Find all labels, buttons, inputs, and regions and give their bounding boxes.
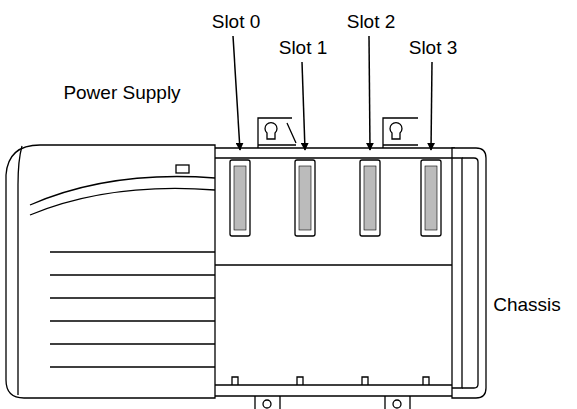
chassis-end-cap bbox=[452, 148, 486, 398]
mounting-tab bbox=[258, 118, 418, 148]
connector-pins bbox=[234, 166, 437, 230]
power-supply bbox=[6, 145, 215, 398]
keyhole bbox=[265, 123, 402, 139]
power-supply-contour bbox=[30, 188, 215, 215]
part-label: Power Supply bbox=[63, 83, 180, 104]
mounting-hole bbox=[263, 400, 271, 408]
power-supply-contour bbox=[30, 177, 215, 205]
mounting-foot bbox=[255, 396, 410, 409]
slot-connector bbox=[230, 160, 441, 236]
bottom-tab bbox=[232, 377, 429, 385]
power-supply-edge bbox=[18, 146, 22, 395]
slot-label: Slot 2 bbox=[347, 12, 396, 33]
indicator-led bbox=[176, 165, 189, 173]
slot-label: Slot 3 bbox=[409, 38, 458, 59]
chassis-end-cap bbox=[462, 158, 478, 388]
chassis-rail bbox=[215, 148, 455, 396]
slot-label: Slot 1 bbox=[279, 38, 328, 59]
vent-line bbox=[50, 252, 215, 367]
part-label: Chassis bbox=[493, 295, 561, 316]
chassis-end-cap bbox=[452, 158, 462, 388]
mounting-tab bbox=[258, 123, 418, 145]
mounting-hole bbox=[393, 400, 401, 408]
leader-arrow bbox=[233, 36, 432, 150]
slot-label: Slot 0 bbox=[212, 12, 261, 33]
